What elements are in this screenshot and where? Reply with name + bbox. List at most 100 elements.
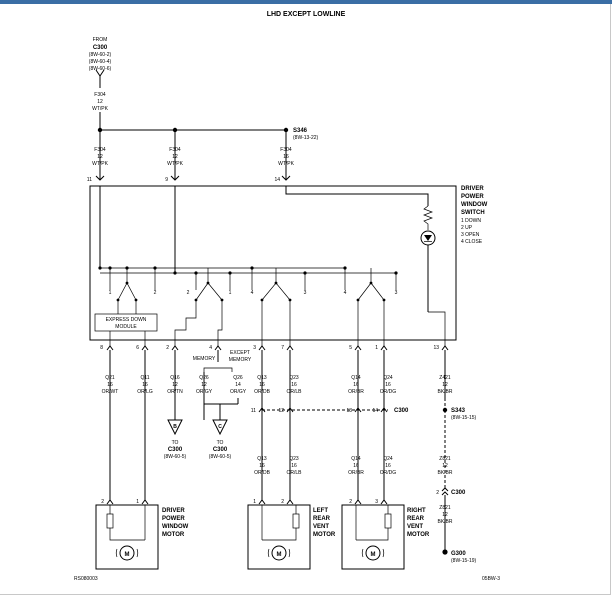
svg-text:Z421: Z421 <box>439 375 451 381</box>
from-label: FROM <box>93 37 108 43</box>
motor-icon <box>365 545 381 561</box>
splice-top-id: S346 <box>293 128 308 134</box>
motor3-label-2: REAR <box>407 516 425 522</box>
svg-text:12: 12 <box>172 382 178 388</box>
svg-text:16: 16 <box>291 382 297 388</box>
bpin-1: 1 <box>375 345 378 351</box>
svg-text:OR/DB: OR/DB <box>254 389 271 395</box>
svg-text:OR/LB: OR/LB <box>286 470 302 476</box>
svg-text:OR/DG: OR/DG <box>380 389 397 395</box>
svg-text:BK/BR: BK/BR <box>437 389 452 395</box>
express-down-module <box>94 313 158 332</box>
drop3-color: WT/PK <box>278 161 294 167</box>
svg-text:OR/DG: OR/DG <box>380 470 397 476</box>
pin-14-symbol <box>281 175 291 181</box>
memory-split-bracket <box>203 367 233 372</box>
svg-text:16: 16 <box>259 382 265 388</box>
top-wire-circuit: F304 <box>94 92 106 98</box>
window-title-bar <box>0 0 612 4</box>
wire-labels-row1: Q21 16 OR/WT Q11 16 OR/LG Q16 12 OR/TN Q… <box>102 375 453 395</box>
motor3-label-3: VENT <box>407 524 423 530</box>
footer-left: RS080003 <box>74 576 98 582</box>
svg-text:OR/LG: OR/LG <box>137 389 153 395</box>
c300-row-label: C300 <box>394 408 409 414</box>
wire-labels-row2: Q13 16 OR/DB Q23 16 OR/LB Q14 16 OR/BR Q… <box>254 456 453 476</box>
express-module-line2: MODULE <box>115 324 137 330</box>
drop3-circuit: F304 <box>280 147 292 153</box>
svg-text:OR/WT: OR/WT <box>102 389 119 395</box>
svg-text:Q16: Q16 <box>170 375 180 381</box>
ground-connector-label: C300 <box>451 490 466 496</box>
splice-bottom-ref: (8W-15-15) <box>451 415 477 421</box>
express-module-line1: EXPRESS DOWN <box>106 317 147 323</box>
drop1-circuit: F304 <box>94 147 106 153</box>
motor1-label-3: WINDOW <box>162 524 189 530</box>
internal-bus-nodes <box>98 266 398 275</box>
from-connector: C300 <box>93 45 108 51</box>
svg-text:OR/BR: OR/BR <box>348 389 364 395</box>
contact-num-8: 3 <box>395 290 398 296</box>
driver-power-window-switch <box>89 185 457 341</box>
drop2-color: WT/PK <box>167 161 183 167</box>
motor3-label-1: RIGHT <box>407 508 426 514</box>
svg-text:Q13: Q13 <box>257 456 267 462</box>
svg-text:M: M <box>125 552 130 558</box>
c300-ground-pin <box>441 487 449 492</box>
motor-pin-6: 3 <box>375 499 378 505</box>
top-wire-color: WT/PK <box>92 106 108 112</box>
svg-text:16: 16 <box>291 463 297 469</box>
svg-text:OR/TN: OR/TN <box>167 389 183 395</box>
svg-text:M: M <box>277 552 282 558</box>
pin-11-label: 11 <box>87 177 92 183</box>
c300-pin-13: 13 <box>346 408 352 414</box>
switch-legend-2: 2 UP <box>461 225 473 231</box>
svg-text:Q13: Q13 <box>257 375 267 381</box>
svg-text:16: 16 <box>142 382 148 388</box>
switch-legend-4: 4 CLOSE <box>461 239 483 245</box>
motor-icon <box>271 545 287 561</box>
bpin-4: 4 <box>209 345 212 351</box>
splice-top-ref: (8W-13-22) <box>293 135 319 141</box>
splice-bottom-id: S343 <box>451 408 466 414</box>
drop2-gauge: 12 <box>172 154 178 160</box>
gw2-gauge: 12 <box>442 512 448 518</box>
contact-num-3: 2 <box>187 290 190 296</box>
ground-g300-icon <box>442 549 448 555</box>
top-wire-gauge: 12 <box>97 99 103 105</box>
svg-text:16: 16 <box>385 382 391 388</box>
image-frame <box>0 4 611 595</box>
svg-text:OR/BR: OR/BR <box>348 470 364 476</box>
right-rear-vent-motor: M <box>341 504 405 570</box>
ground-ref: (8W-15-19) <box>451 558 477 564</box>
lamp-diode-symbol <box>424 235 432 241</box>
pin-14-label: 14 <box>274 177 280 183</box>
svg-text:16: 16 <box>259 463 265 469</box>
motor-pin-2: 1 <box>136 499 139 505</box>
internal-output-paths <box>109 300 446 346</box>
svg-text:Q24: Q24 <box>383 375 393 381</box>
contact-num-6: 3 <box>304 290 307 296</box>
offpage-c-ref: (8W-60-5) <box>209 454 232 460</box>
motor3-label-4: MOTOR <box>407 532 430 538</box>
bpin-7: 7 <box>281 345 284 351</box>
motor1-label-2: POWER <box>162 516 185 522</box>
svg-text:16: 16 <box>385 463 391 469</box>
svg-text:Q26: Q26 <box>233 375 243 381</box>
motor-pin-5: 2 <box>349 499 352 505</box>
motor-icon <box>119 545 135 561</box>
motor1-label-4: MOTOR <box>162 532 185 538</box>
contact-num-7: 4 <box>344 290 347 296</box>
contact-num-5: 4 <box>251 290 254 296</box>
from-ref-2: (8W-60-4) <box>89 59 112 65</box>
offpage-c-to: TO <box>217 440 224 446</box>
svg-text:Q23: Q23 <box>289 375 299 381</box>
except-memory-1: EXCEPT <box>230 350 250 356</box>
svg-text:12: 12 <box>442 463 448 469</box>
svg-text:Z821: Z821 <box>439 456 451 462</box>
c300-pins <box>258 407 388 413</box>
gw2-color: BK/BR <box>437 519 452 525</box>
motor-pin-4: 2 <box>281 499 284 505</box>
except-memory-2: MEMORY <box>229 357 252 363</box>
svg-text:Q11: Q11 <box>140 375 149 381</box>
svg-text:Q23: Q23 <box>289 456 299 462</box>
